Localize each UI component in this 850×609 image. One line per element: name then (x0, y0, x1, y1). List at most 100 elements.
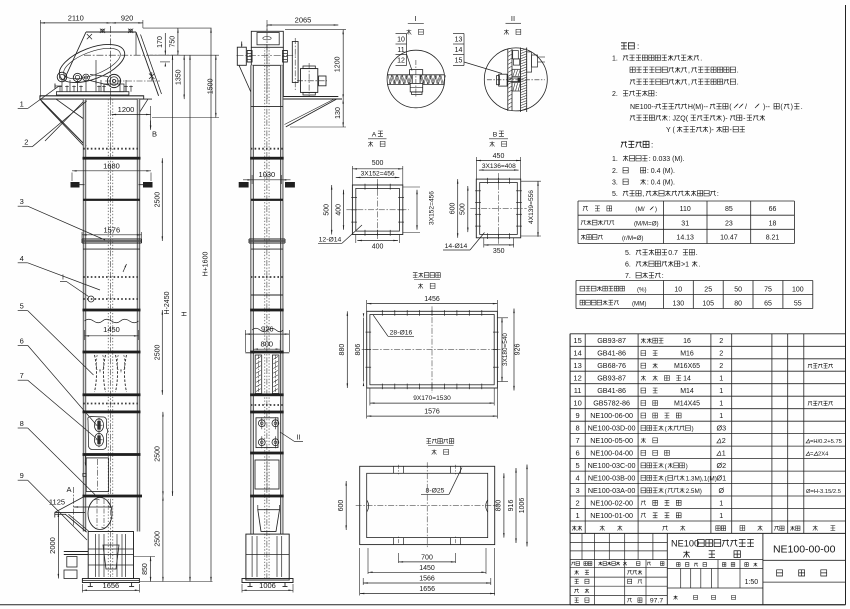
svg-text:M14X45: M14X45 (674, 401, 700, 408)
svg-text:(: ( (665, 475, 668, 482)
svg-text:=: = (810, 451, 814, 457)
svg-text:14: 14 (683, 376, 691, 383)
svg-text:H: H (182, 311, 189, 316)
svg-text:I: I (62, 275, 64, 282)
svg-text:NE100-03D-00: NE100-03D-00 (588, 424, 636, 433)
svg-text:880: 880 (339, 344, 346, 356)
svg-text:10: 10 (397, 37, 405, 44)
svg-text:-: - (730, 127, 733, 134)
svg-text:2500: 2500 (155, 446, 162, 462)
svg-text:NE100-04-00: NE100-04-00 (590, 448, 633, 457)
svg-text:: 0.033 (M).: : 0.033 (M). (649, 156, 685, 163)
svg-text:1450: 1450 (103, 325, 120, 334)
svg-text:B: B (152, 130, 157, 139)
svg-text:): ) (791, 104, 793, 111)
svg-text:.: . (737, 68, 739, 75)
svg-text:.: . (737, 80, 739, 87)
svg-text:2065: 2065 (295, 15, 312, 24)
svg-text:110: 110 (680, 206, 691, 213)
svg-text:8: 8 (20, 419, 24, 428)
svg-text:GB5782-86: GB5782-86 (593, 399, 630, 408)
svg-text:Ø: Ø (719, 486, 725, 495)
svg-text:NE100-00-00: NE100-00-00 (773, 544, 836, 556)
svg-text:2: 2 (719, 336, 723, 345)
svg-text:1.3M),1(M): 1.3M),1(M) (686, 475, 717, 482)
svg-text:1656: 1656 (103, 581, 120, 590)
svg-text:85: 85 (725, 206, 733, 213)
svg-text:1030: 1030 (259, 170, 276, 179)
svg-text:9X170=1530: 9X170=1530 (413, 395, 451, 402)
svg-text:NE100-03B-00: NE100-03B-00 (588, 473, 636, 482)
svg-text:GB93-87: GB93-87 (597, 374, 626, 383)
svg-text:2.: 2. (612, 168, 618, 175)
svg-text:97.7: 97.7 (650, 598, 663, 605)
svg-text::: : (662, 273, 664, 280)
svg-text:,: , (688, 68, 690, 75)
svg-text:A: A (66, 485, 71, 494)
svg-text:II: II (296, 435, 300, 442)
svg-text:16: 16 (683, 338, 691, 345)
svg-text:I: I (414, 14, 416, 23)
svg-text:2500: 2500 (154, 192, 161, 208)
svg-text:5.: 5. (625, 250, 631, 257)
svg-text:2: 2 (719, 349, 723, 358)
svg-text:: 0.4 (M).: : 0.4 (M). (647, 168, 675, 175)
svg-text:(: ( (780, 104, 783, 111)
svg-text:GB93-87: GB93-87 (597, 336, 626, 345)
svg-text:7: 7 (576, 436, 580, 445)
svg-text:.: . (699, 262, 701, 269)
svg-text:3: 3 (576, 486, 580, 495)
svg-text:5: 5 (20, 302, 24, 311)
svg-text:1.: 1. (612, 56, 618, 63)
svg-text:23: 23 (725, 220, 733, 227)
svg-text:): ) (692, 426, 694, 433)
svg-text:NE100--: NE100-- (630, 104, 657, 111)
svg-text:600: 600 (338, 500, 345, 512)
svg-text:1566: 1566 (419, 576, 435, 583)
svg-text::: : (717, 191, 719, 198)
svg-text:1: 1 (719, 374, 723, 383)
svg-text:1350: 1350 (176, 69, 183, 85)
svg-text:(MM): (MM) (632, 301, 646, 308)
svg-text:800: 800 (496, 500, 503, 512)
svg-text:NE100-03C-00: NE100-03C-00 (588, 461, 636, 470)
svg-text:500: 500 (372, 160, 384, 167)
svg-text::: : (655, 91, 657, 98)
svg-text:15: 15 (573, 336, 581, 345)
svg-text:850: 850 (142, 563, 149, 575)
svg-text:31: 31 (681, 220, 689, 227)
svg-text:7.: 7. (625, 273, 631, 280)
svg-text:1006: 1006 (259, 581, 276, 590)
svg-text:Ø1: Ø1 (717, 473, 727, 482)
svg-text:14.13: 14.13 (676, 235, 694, 242)
svg-text:5: 5 (576, 461, 580, 470)
svg-text:A: A (372, 131, 377, 138)
svg-text:M16X65: M16X65 (674, 363, 700, 370)
svg-text:1576: 1576 (103, 225, 120, 234)
svg-text:600: 600 (450, 202, 457, 214)
svg-text:1200: 1200 (335, 56, 342, 72)
svg-text:B: B (493, 131, 498, 138)
svg-text:4: 4 (576, 473, 580, 482)
svg-text:10: 10 (674, 287, 682, 294)
svg-text:920: 920 (121, 13, 134, 22)
svg-text:750: 750 (170, 36, 177, 48)
svg-text:1680: 1680 (103, 161, 120, 170)
svg-text:10: 10 (573, 399, 581, 408)
svg-text:NE100-02-00: NE100-02-00 (590, 498, 633, 507)
svg-text:3X152=456: 3X152=456 (361, 170, 395, 177)
svg-text:2.5M): 2.5M) (686, 488, 702, 495)
svg-text:350: 350 (493, 248, 505, 255)
svg-text:50: 50 (734, 287, 742, 294)
svg-text:14: 14 (455, 47, 463, 54)
svg-text:1656: 1656 (419, 586, 435, 593)
svg-text:6: 6 (20, 336, 24, 345)
svg-text:NE100-05-00: NE100-05-00 (590, 436, 633, 445)
svg-text:)--: )-- (763, 104, 771, 111)
svg-text:2110: 2110 (68, 13, 84, 22)
svg-text:65: 65 (764, 301, 772, 308)
svg-text:130: 130 (672, 301, 684, 308)
svg-text:>1: >1 (681, 262, 689, 269)
svg-text:1: 1 (719, 386, 723, 395)
svg-text:8.21: 8.21 (766, 235, 780, 242)
